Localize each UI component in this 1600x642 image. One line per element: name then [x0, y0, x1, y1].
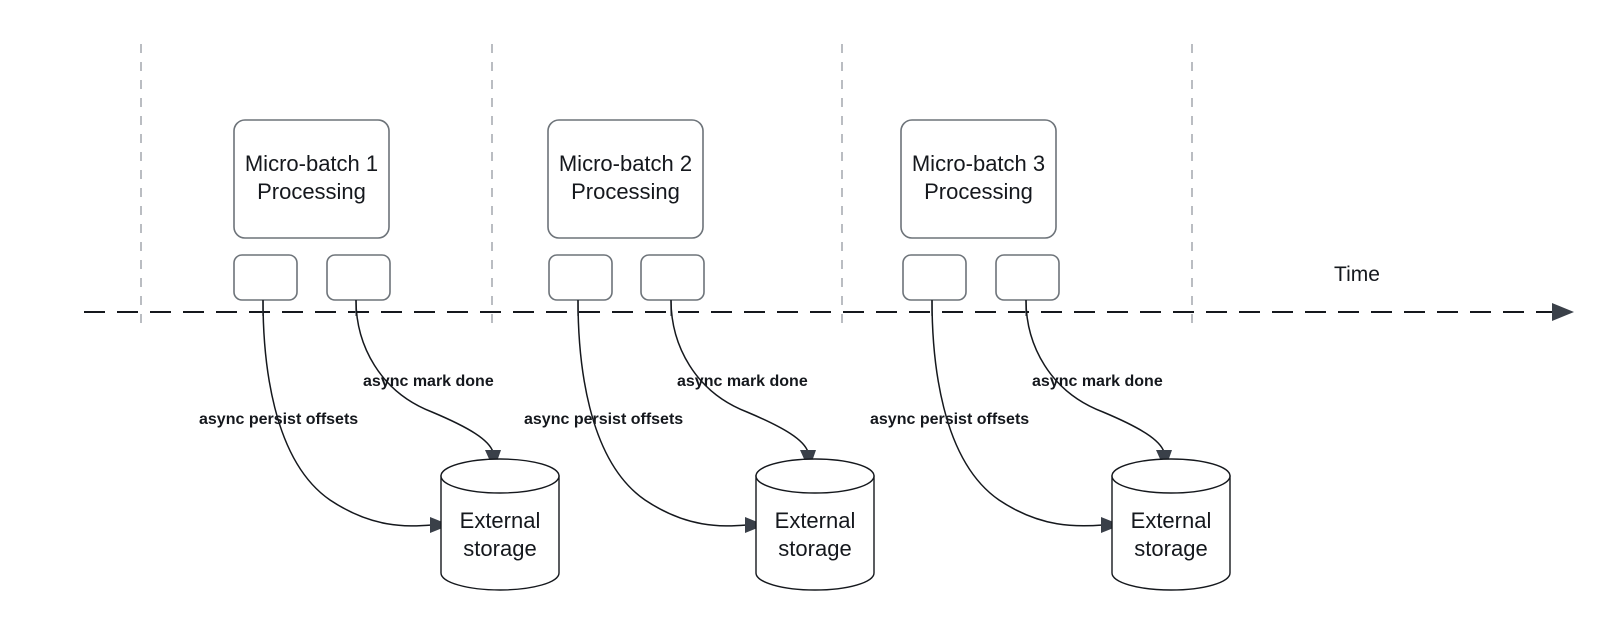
async-persist-offsets-edge-2 [577, 299, 748, 527]
async-persist-offsets-label-2: async persist offsets [524, 411, 683, 428]
external-storage-1-label-line1: External [460, 508, 541, 533]
micro-batch-2-label-line1: Micro-batch 2 [559, 151, 692, 176]
async-mark-done-label-3: async mark done [1032, 373, 1163, 390]
micro-batch-1-process-box[interactable] [233, 119, 390, 239]
persist-offsets-task-2[interactable] [548, 254, 613, 301]
external-storage-1-label-line2: storage [463, 536, 536, 561]
external-storage-2-label-line1: External [775, 508, 856, 533]
async-persist-offsets-arrowhead-2 [745, 517, 765, 533]
async-persist-offsets-edge-1 [262, 299, 433, 527]
batch-boundaries [140, 44, 1193, 326]
micro-batch-2-process-box[interactable] [547, 119, 704, 239]
micro-batch-group-3: Micro-batch 3 Processing async persist o… [870, 119, 1231, 591]
micro-batch-3-label-line2: Processing [924, 179, 1033, 204]
mark-done-task-1[interactable] [326, 254, 391, 301]
async-persist-offsets-label-1: async persist offsets [199, 411, 358, 428]
async-persist-offsets-label-3: async persist offsets [870, 411, 1029, 428]
async-persist-offsets-arrowhead-3 [1101, 517, 1121, 533]
external-storage-2[interactable]: External storage [755, 458, 875, 591]
micro-batch-1-label-line1: Micro-batch 1 [245, 151, 378, 176]
time-axis-arrowhead [1552, 303, 1574, 321]
async-mark-done-edge-3 [1025, 299, 1165, 453]
async-persist-offsets-edge-3 [931, 299, 1104, 527]
external-storage-3-label-line1: External [1131, 508, 1212, 533]
async-persist-offsets-arrowhead-1 [430, 517, 450, 533]
micro-batch-group-1: Micro-batch 1 Processing async persist o… [199, 119, 560, 591]
micro-batch-3-label-line1: Micro-batch 3 [912, 151, 1045, 176]
external-storage-3[interactable]: External storage [1111, 458, 1231, 591]
time-axis-label: Time [1334, 263, 1380, 286]
async-mark-done-label-2: async mark done [677, 373, 808, 390]
time-axis: Time [84, 263, 1574, 321]
async-mark-done-edge-1 [355, 299, 494, 453]
async-mark-done-label-1: async mark done [363, 373, 494, 390]
mark-done-task-3[interactable] [995, 254, 1060, 301]
persist-offsets-task-1[interactable] [233, 254, 298, 301]
micro-batch-1-label-line2: Processing [257, 179, 366, 204]
micro-batch-3-process-box[interactable] [900, 119, 1057, 239]
async-mark-done-edge-2 [670, 299, 809, 453]
persist-offsets-task-3[interactable] [902, 254, 967, 301]
micro-batch-group-2: Micro-batch 2 Processing async persist o… [524, 119, 875, 591]
external-storage-1[interactable]: External storage [440, 458, 560, 591]
mark-done-task-2[interactable] [640, 254, 705, 301]
micro-batch-2-label-line2: Processing [571, 179, 680, 204]
external-storage-2-label-line2: storage [778, 536, 851, 561]
external-storage-3-label-line2: storage [1134, 536, 1207, 561]
